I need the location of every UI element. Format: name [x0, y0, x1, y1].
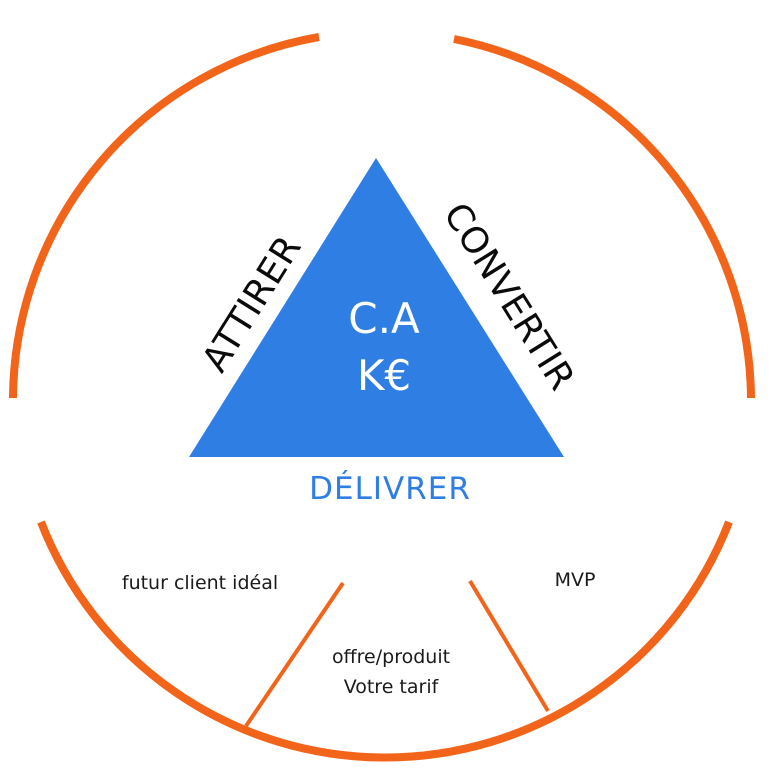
segment-label-futur-client: futur client idéal: [122, 572, 278, 594]
divider-left: [244, 581, 345, 728]
ring-arc-upper-left: [9, 33, 320, 399]
segment-label-mvp: MVP: [555, 569, 596, 591]
center-label-ca: C.A: [348, 294, 420, 343]
divider-right: [468, 579, 550, 713]
outer-ring: [9, 33, 755, 762]
center-label-ke: K€: [357, 351, 411, 400]
segment-label-votre-tarif: Votre tarif: [344, 676, 440, 698]
segment-label-offre-produit: offre/produit: [332, 646, 450, 668]
central-triangle: [189, 158, 564, 457]
ring-arc-upper-right: [453, 35, 755, 399]
segment-dividers: [244, 579, 550, 728]
ring-arc-bottom: [37, 520, 733, 762]
bottom-label-delivrer: DÉLIVRER: [309, 471, 471, 507]
